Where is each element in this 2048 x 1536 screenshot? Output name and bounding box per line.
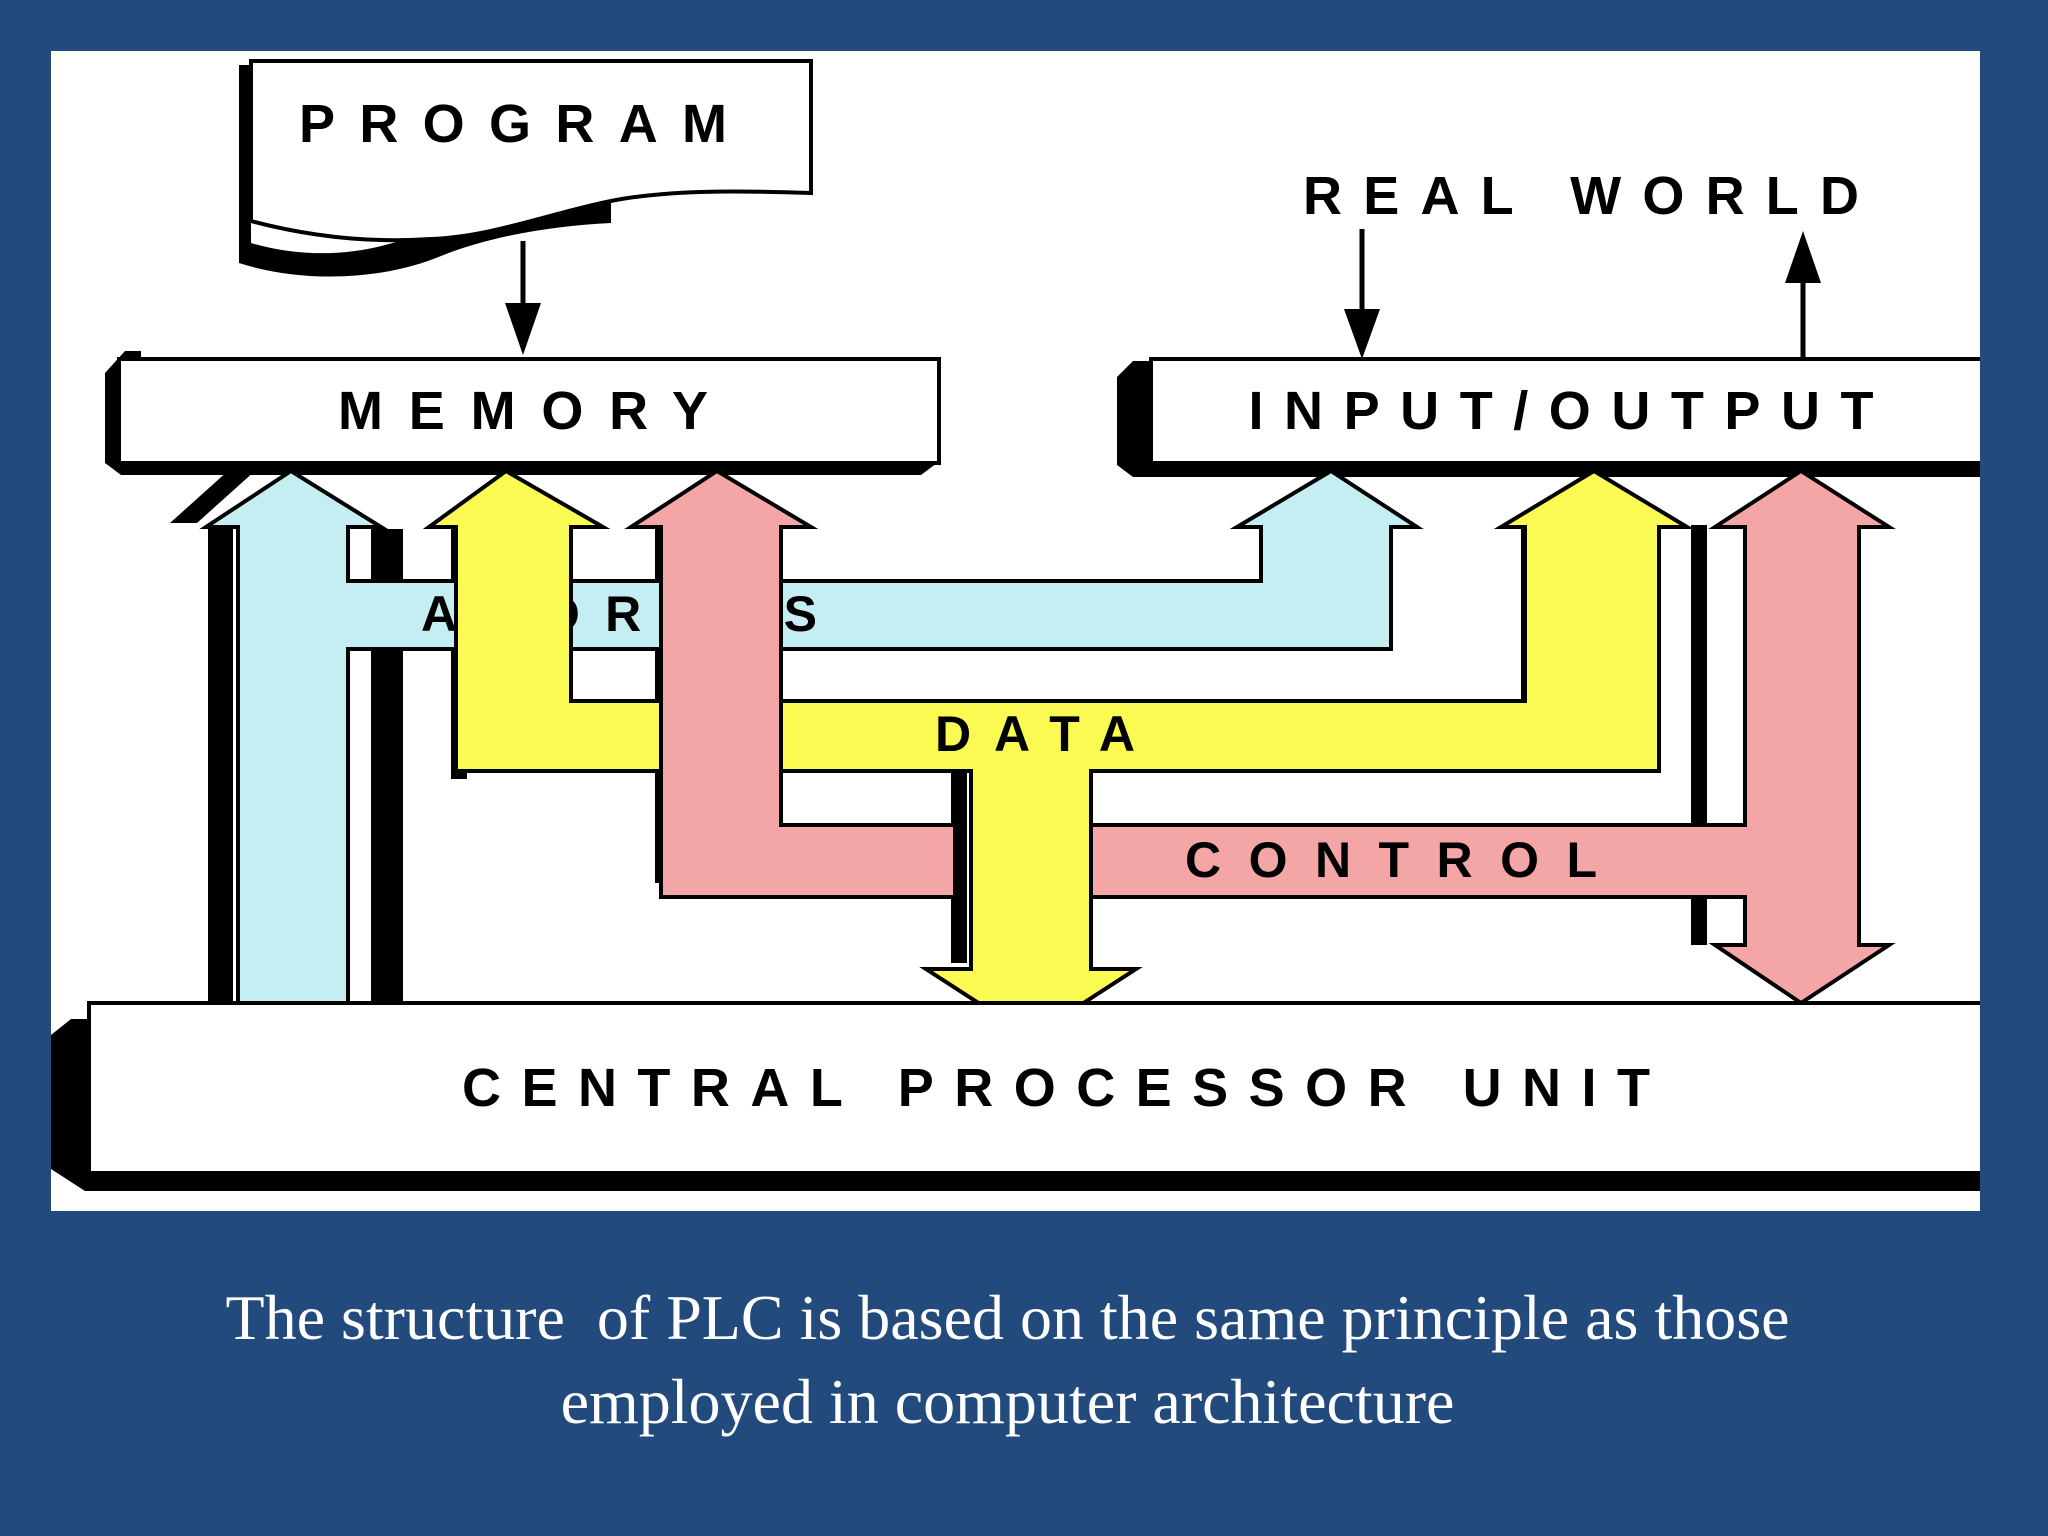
program-block: PROGRAM: [239, 59, 813, 277]
input-output-block: INPUT/OUTPUT: [1117, 357, 1980, 477]
control-bus: CONTROL: [624, 468, 1896, 1006]
memory-block: MEMORY: [105, 351, 941, 475]
real-world-label: REAL WORLD: [1303, 166, 1859, 226]
control-bus-path: [624, 468, 957, 899]
memory-block-body: [117, 357, 941, 465]
real-world-out-arrow: [1785, 231, 1821, 359]
program-block-body: [249, 59, 813, 243]
input-output-block-body: [1149, 357, 1980, 465]
input-output-block-shadow: [1117, 361, 1980, 477]
data-bus: DATA: [422, 468, 1695, 1040]
program-to-memory-arrow: [505, 241, 541, 355]
slide-caption: The structure of PLC is based on the sam…: [0, 1276, 2015, 1444]
control-bus-label: CONTROL: [1185, 832, 1597, 888]
cpu-block: CENTRAL PROCESSOR UNIT: [51, 1001, 1980, 1191]
program-label: PROGRAM: [299, 94, 727, 154]
real-world-in-arrow: [1344, 229, 1380, 359]
caption-line-2: employed in computer architecture: [560, 1366, 1455, 1437]
plc-architecture-diagram: PROGRAM MEMORY INPUT/OUTPUT REAL WORLD: [51, 59, 1980, 1191]
control-bus-right-path: [1089, 468, 1896, 1006]
caption-line-1: The structure of PLC is based on the sam…: [225, 1282, 1790, 1353]
cpu-block-body: [87, 1001, 1980, 1175]
diagram-panel: PROGRAM MEMORY INPUT/OUTPUT REAL WORLD: [51, 51, 1980, 1211]
